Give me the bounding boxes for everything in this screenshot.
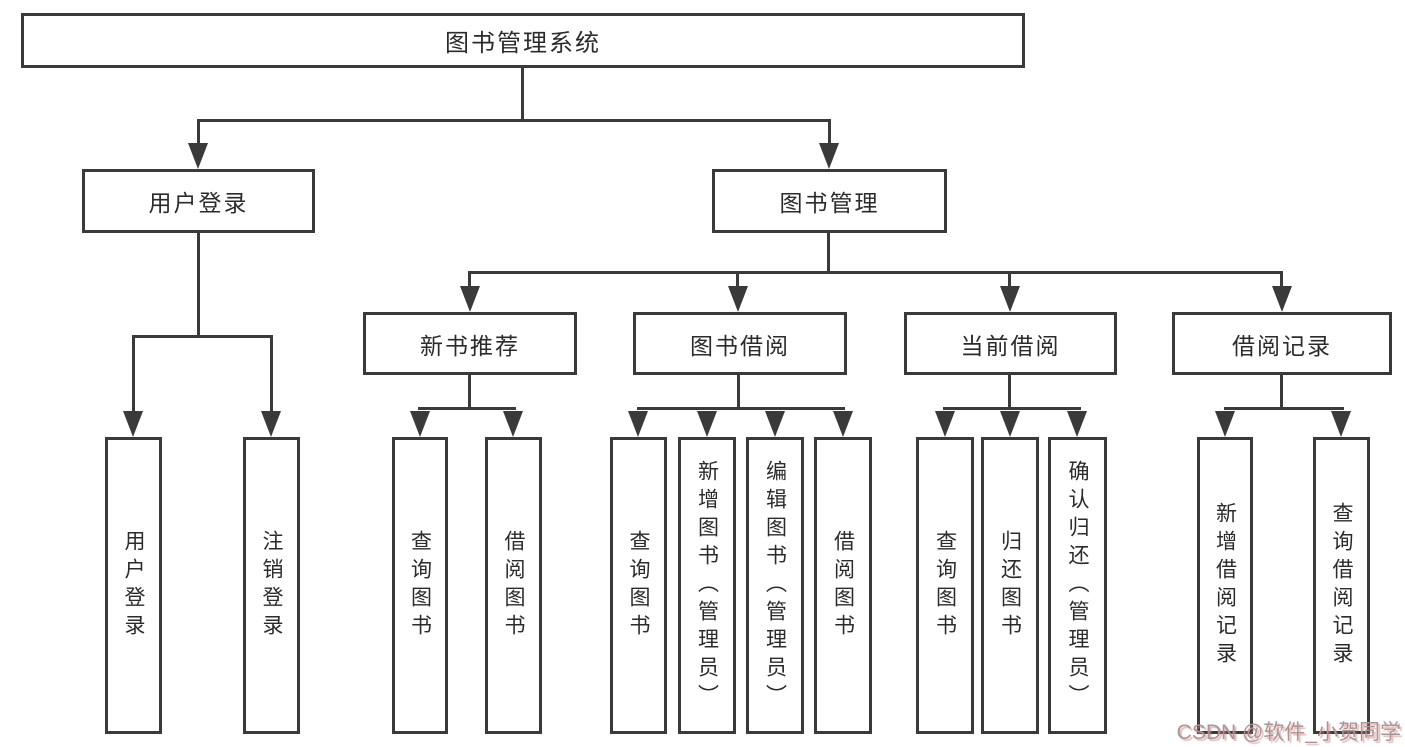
arrowhead-nb-query — [410, 411, 430, 437]
connector-root-stem — [521, 68, 524, 121]
node-label: 当前借阅 — [960, 332, 1061, 359]
node-label: 用户登录 — [148, 190, 249, 216]
connector-drop-borrowrecord — [1280, 271, 1283, 288]
node-borrow-record: 借阅记录 — [1172, 312, 1392, 375]
arrowhead-leaf-userlogin — [123, 411, 143, 437]
arrowhead-newbook — [460, 286, 480, 312]
node-label: 归还图书 — [998, 529, 1022, 642]
arrowhead-cb-query — [935, 411, 955, 437]
leaf-logout: 注销登录 — [243, 437, 300, 734]
connector-drop-currentborrow — [1008, 271, 1011, 288]
connector-bookborrow-branch — [637, 407, 845, 410]
node-library-management-system: 图书管理系统 — [21, 13, 1025, 68]
node-label: 确认归还（管理员） — [1066, 459, 1089, 712]
node-label: 查询借阅记录 — [1330, 501, 1353, 670]
connector-borrowrecord-branch — [1224, 407, 1344, 410]
csdn-watermark: CSDN @软件_小贺同学 — [1176, 721, 1401, 744]
node-label: 借阅记录 — [1232, 332, 1332, 359]
connector-userlogin-branch — [132, 335, 273, 338]
arrowhead-book-mgmt — [819, 143, 839, 169]
node-label: 借阅图书 — [831, 529, 855, 642]
connector-root-branch — [197, 119, 831, 122]
node-label: 图书管理 — [779, 190, 880, 216]
leaf-borrow-edit-books-admin: 编辑图书（管理员） — [746, 437, 804, 734]
node-label: 图书管理系统 — [445, 30, 601, 57]
leaf-current-return-books: 归还图书 — [981, 437, 1039, 734]
leaf-borrow-query-books: 查询图书 — [610, 437, 667, 734]
node-label: 查询图书 — [627, 529, 650, 642]
node-current-borrow: 当前借阅 — [904, 312, 1117, 375]
arrowhead-bb-query — [628, 411, 648, 437]
connector-bookborrow-stem — [737, 375, 740, 410]
leaf-newbook-query-books: 查询图书 — [392, 437, 448, 734]
arrowhead-bb-add — [697, 411, 717, 437]
arrowhead-currentborrow — [1000, 286, 1020, 312]
node-label: 新书推荐 — [420, 332, 520, 359]
arrowhead-cb-confirm — [1067, 411, 1087, 437]
node-new-book-recommend: 新书推荐 — [363, 312, 577, 375]
node-label: 查询图书 — [408, 529, 432, 642]
arrowhead-bb-borrow — [833, 411, 853, 437]
arrowhead-bb-edit — [765, 411, 785, 437]
node-label: 新增图书（管理员） — [695, 459, 719, 712]
leaf-borrow-add-books-admin: 新增图书（管理员） — [678, 437, 736, 734]
arrowhead-borrowrecord — [1272, 286, 1292, 312]
leaf-record-add-borrow-record: 新增借阅记录 — [1197, 437, 1253, 734]
connector-newbook-branch — [418, 407, 516, 410]
leaf-record-query-borrow-record: 查询借阅记录 — [1313, 437, 1370, 734]
connector-drop-bookborrow — [736, 271, 739, 288]
arrowhead-br-query — [1331, 411, 1351, 437]
connector-userlogin-stem — [197, 233, 200, 338]
connector-drop-leaf-logout — [270, 335, 273, 413]
node-label: 用户登录 — [122, 529, 145, 642]
leaf-current-query-books: 查询图书 — [916, 437, 974, 734]
arrowhead-nb-borrow — [503, 411, 523, 437]
arrowhead-bookborrow — [728, 286, 748, 312]
connector-currentborrow-branch — [943, 407, 1081, 410]
connector-drop-leaf-userlogin — [132, 335, 135, 413]
leaf-current-confirm-return-admin: 确认归还（管理员） — [1048, 437, 1107, 734]
node-book-borrow: 图书借阅 — [633, 312, 847, 375]
connector-newbook-stem — [468, 375, 471, 410]
connector-drop-book-mgmt — [828, 119, 831, 145]
node-label: 查询图书 — [933, 529, 957, 642]
arrowhead-br-add — [1215, 411, 1235, 437]
node-user-login-group: 用户登录 — [82, 169, 315, 233]
arrowhead-cb-return — [1000, 411, 1020, 437]
arrowhead-user-login — [188, 143, 208, 169]
leaf-borrow-borrow-books: 借阅图书 — [814, 437, 872, 734]
connector-borrowrecord-stem — [1280, 375, 1283, 410]
connector-drop-user-login — [197, 119, 200, 145]
leaf-newbook-borrow-books: 借阅图书 — [485, 437, 542, 734]
connector-bookmgmt-branch — [468, 271, 1283, 274]
node-book-management: 图书管理 — [712, 169, 947, 233]
node-label: 新增借阅记录 — [1213, 501, 1237, 670]
connector-drop-newbook — [468, 271, 471, 288]
connector-bookmgmt-stem — [827, 233, 830, 274]
connector-currentborrow-stem — [1008, 375, 1011, 410]
node-label: 图书借阅 — [690, 332, 790, 359]
arrowhead-leaf-logout — [261, 411, 281, 437]
node-label: 借阅图书 — [502, 529, 525, 642]
leaf-user-login: 用户登录 — [105, 437, 162, 734]
node-label: 注销登录 — [260, 529, 283, 642]
node-label: 编辑图书（管理员） — [763, 459, 787, 712]
